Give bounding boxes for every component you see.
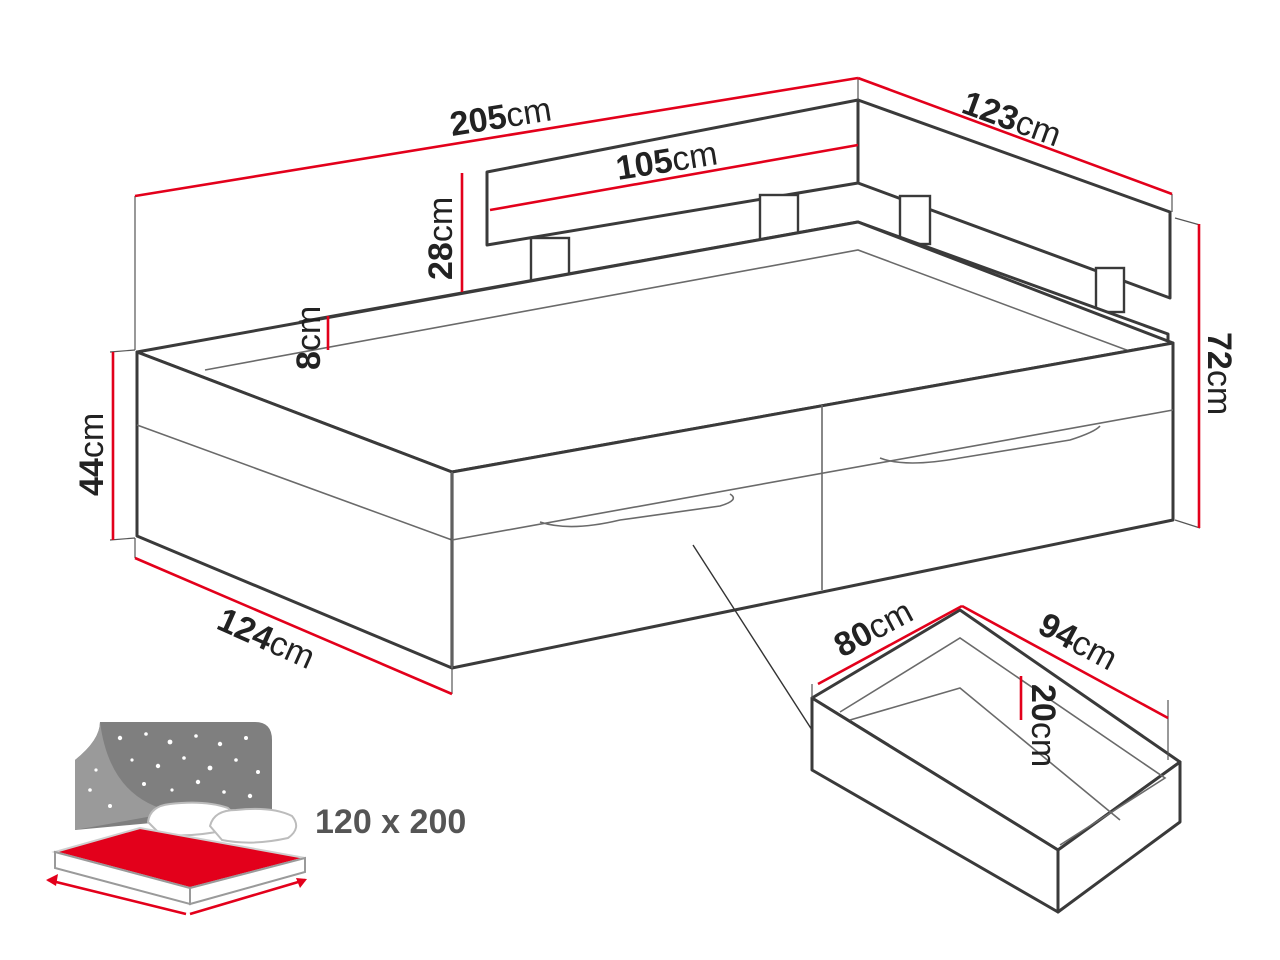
bed-illustration xyxy=(135,98,1175,670)
label-headboard-height: 28cm xyxy=(422,197,460,280)
label-headboard-length: 105cm xyxy=(613,134,720,187)
label-total-length: 205cm xyxy=(447,90,554,143)
drawer-leader-line xyxy=(692,544,813,731)
drawer-illustration xyxy=(692,544,1182,914)
drawer-inner-wall xyxy=(839,637,1167,846)
headboard-support xyxy=(1094,266,1126,314)
dimline-total-length xyxy=(134,76,859,198)
dimline-drawer-depth xyxy=(961,604,1169,720)
label-frame-rim: 8cm xyxy=(290,306,328,370)
headboard-side-panel xyxy=(856,98,1172,300)
arrowhead-icon xyxy=(46,874,58,886)
label-drawer-depth: 94cm xyxy=(1032,606,1123,679)
mattress-size-label: 120 x 200 xyxy=(315,803,466,841)
dimline-headboard-length xyxy=(489,143,859,212)
drawer-top-seam xyxy=(451,409,1174,541)
drawer-handle xyxy=(539,493,735,528)
mattress-width-arrow xyxy=(47,878,187,916)
label-frame-height: 44cm xyxy=(73,413,111,496)
label-total-height: 72cm xyxy=(1200,332,1238,415)
drawer-inner-bottom xyxy=(849,687,1121,821)
dimension-lines xyxy=(109,76,1201,760)
stars-icon xyxy=(88,732,260,808)
headboard-support xyxy=(898,194,932,246)
label-drawer-height: 20cm xyxy=(1024,684,1062,767)
mattress-length-arrow xyxy=(189,878,306,916)
moon-curve xyxy=(75,722,175,830)
pillow-icon xyxy=(208,807,298,844)
frame-front-seam xyxy=(136,424,453,541)
dimline-side-depth xyxy=(857,76,1173,196)
drawer-right-face xyxy=(1056,760,1182,914)
dimline-frame-width xyxy=(134,556,453,696)
arrowhead-icon xyxy=(296,878,307,888)
frame-inner-edge xyxy=(204,249,1141,371)
dimline-drawer-width xyxy=(817,604,963,686)
drawer-handle xyxy=(879,425,1101,464)
label-frame-width: 124cm xyxy=(212,601,321,677)
mattress-side xyxy=(189,856,306,906)
mattress-icon xyxy=(46,722,307,916)
